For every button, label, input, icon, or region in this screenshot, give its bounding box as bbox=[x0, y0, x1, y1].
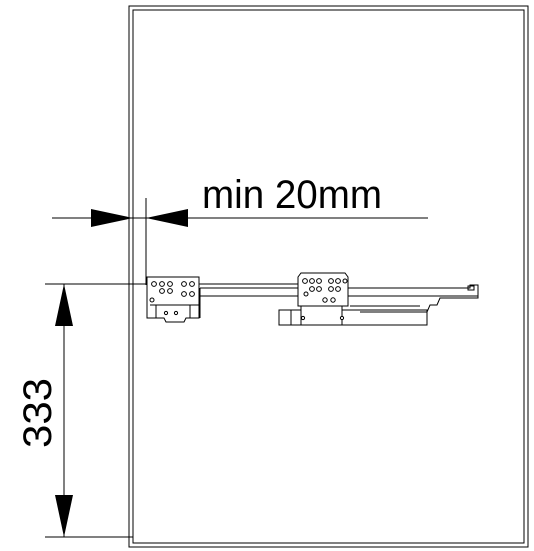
gap-dimension-label: min 20mm bbox=[202, 173, 382, 217]
height-arrow-top bbox=[55, 284, 73, 326]
cabinet-panel bbox=[128, 5, 529, 548]
front-bracket bbox=[146, 276, 200, 323]
gap-arrow-right bbox=[146, 209, 188, 227]
rear-bracket bbox=[297, 272, 349, 326]
runner-lower-slide bbox=[278, 309, 428, 326]
height-dimension: 333 bbox=[16, 283, 300, 538]
drawer-runner bbox=[146, 272, 479, 326]
gap-dimension: min 20mm bbox=[52, 173, 428, 285]
height-dimension-label: 333 bbox=[16, 378, 60, 448]
runner-rail bbox=[200, 284, 479, 313]
height-arrow-bottom bbox=[55, 495, 73, 537]
gap-arrow-left bbox=[91, 209, 133, 227]
